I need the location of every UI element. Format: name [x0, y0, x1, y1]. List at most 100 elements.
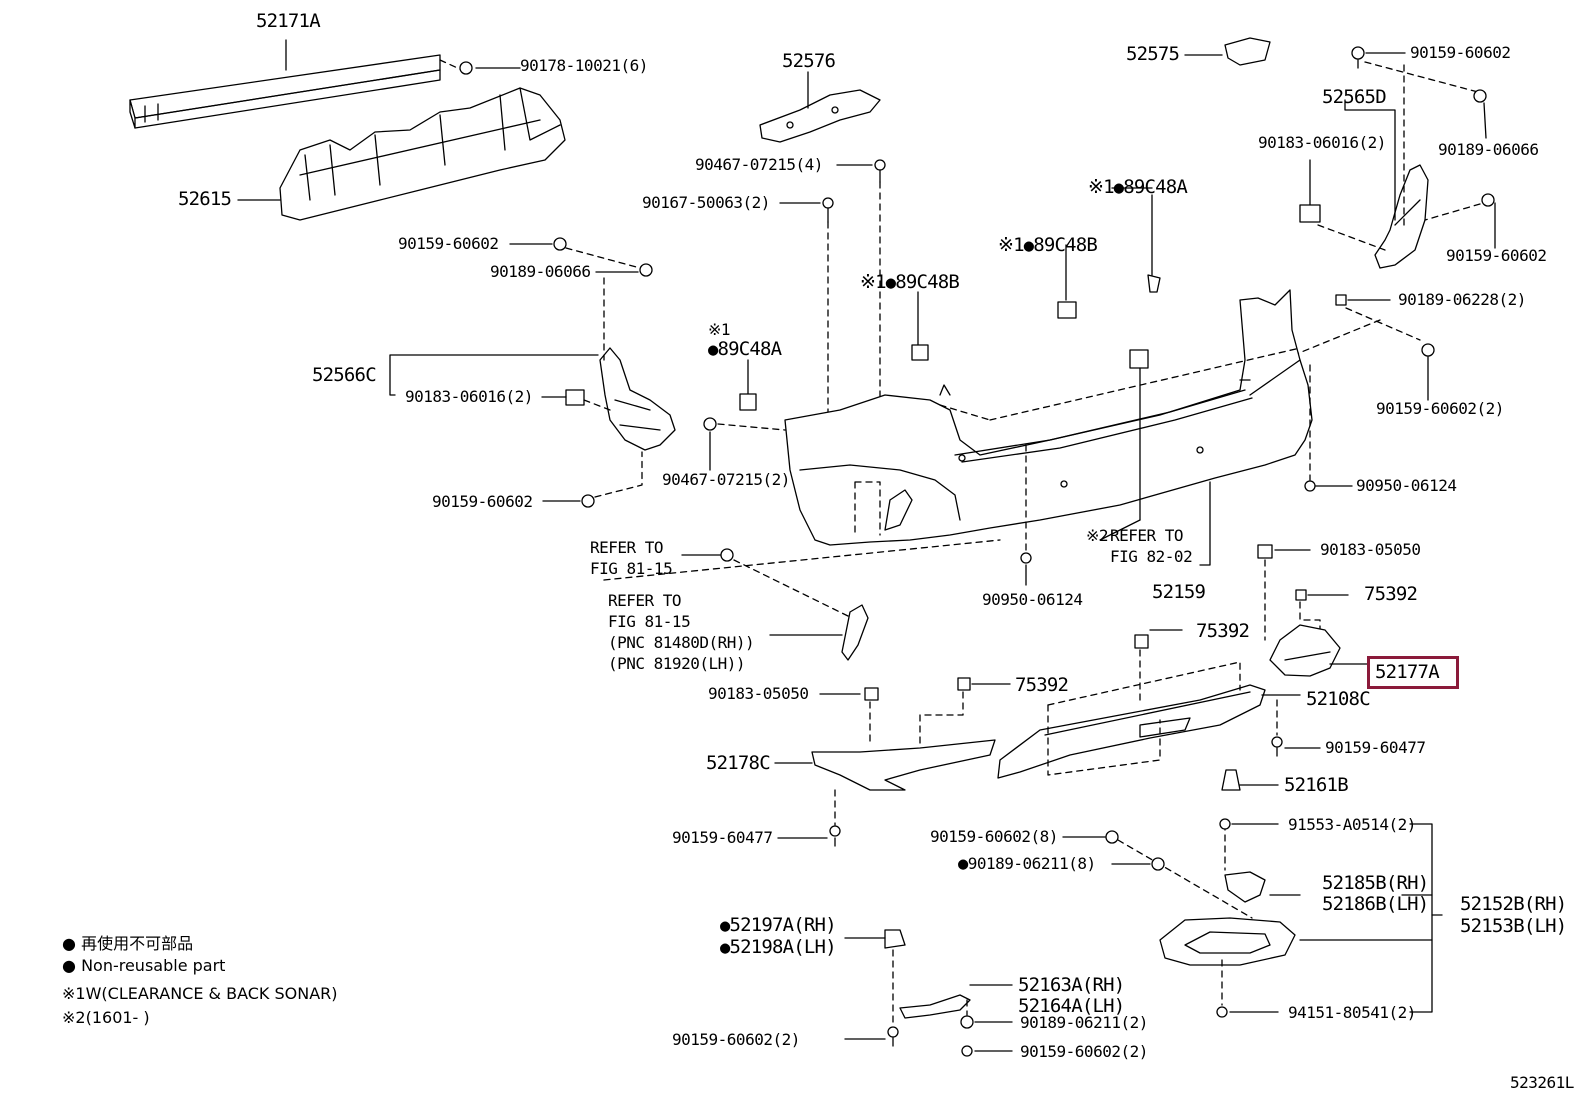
legend-note2: ※2 — [62, 1008, 86, 1027]
label-90159-60477-left: 90159-60477 — [672, 828, 773, 847]
legend-note1: ※1 — [62, 984, 86, 1003]
label-52186B: 52186B(LH) — [1322, 893, 1429, 915]
part-89C48A: 89C48A — [1123, 176, 1188, 198]
label-90189-06228: 90189-06228(2) — [1398, 290, 1526, 309]
bracket-52576 — [759, 89, 881, 143]
non-reusable-mark: ● — [1023, 236, 1034, 256]
legend-line-4: ※2(1601- ) — [62, 1008, 150, 1027]
label-52615: 52615 — [178, 188, 232, 210]
side-retainer-left — [599, 347, 676, 451]
label-90178-10021: 90178-10021(6) — [520, 56, 648, 75]
label-89C48A-left: ●89C48A — [708, 338, 782, 360]
note1-mark: ※1 — [998, 234, 1025, 256]
label-90189-06211-2: 90189-06211(2) — [1020, 1013, 1148, 1032]
figure-id: 523261L — [1510, 1073, 1574, 1092]
label-90189-06066-right: 90189-06066 — [1438, 140, 1539, 159]
label-90183-05050-right: 90183-05050 — [1320, 540, 1421, 559]
energy-absorber-part — [279, 87, 566, 221]
bracket-52177A — [1269, 624, 1341, 677]
cover-52178C — [811, 739, 996, 791]
label-52108C: 52108C — [1306, 688, 1371, 710]
label-90159-60477-right: 90159-60477 — [1325, 738, 1426, 757]
legend-dot: ● — [62, 956, 76, 975]
label-90467-07215-4: 90467-07215(4) — [695, 155, 823, 174]
label-90467-07215-2: 90467-07215(2) — [662, 470, 790, 489]
label-note1-left: ※1 — [708, 320, 731, 339]
note1-mark: ※1 — [860, 271, 887, 293]
refer-fig-81-15-b: REFER TO FIG 81-15 (PNC 81480D(RH)) (PNC… — [608, 591, 755, 673]
label-52164A: 52164A(LH) — [1018, 995, 1125, 1017]
part-52198A: 52198A(LH) — [729, 936, 836, 958]
legend-text-jp: 再使用不可部品 — [81, 934, 194, 953]
refer-fig-82-02: REFER TO FIG 82-02 — [1110, 526, 1193, 566]
bumper-cover-part — [784, 289, 1313, 546]
label-52565D: 52565D — [1322, 86, 1387, 108]
label-90159-60602-r2: 90159-60602(2) — [1376, 399, 1504, 418]
label-52185B: 52185B(RH) — [1322, 872, 1429, 894]
part-89C48A: 89C48A — [717, 338, 782, 360]
label-52163A: 52163A(RH) — [1018, 974, 1125, 996]
label-52171A: 52171A — [256, 10, 321, 32]
bracket-52163A — [899, 994, 971, 1019]
non-reusable-mark: ● — [1113, 178, 1124, 198]
label-52177A: 52177A — [1375, 661, 1440, 683]
label-52575: 52575 — [1126, 43, 1180, 65]
refer-fig-81-15-a: REFER TO FIG 81-15 — [590, 538, 673, 578]
non-reusable-mark: ● — [958, 854, 968, 874]
label-52161B: 52161B — [1284, 774, 1349, 796]
label-90159-60602-b2: 90159-60602(2) — [1020, 1042, 1148, 1061]
non-reusable-mark: ● — [720, 916, 730, 936]
label-75392-a: 75392 — [1364, 583, 1418, 605]
legend-text-en: Non-reusable part — [81, 956, 226, 975]
side-retainer-right — [1374, 164, 1429, 269]
label-52178C: 52178C — [706, 752, 771, 774]
label-90159-60602-tr: 90159-60602 — [1410, 43, 1511, 62]
label-94151-80541: 94151-80541(2) — [1288, 1003, 1416, 1022]
diffuser-52108C — [997, 684, 1266, 779]
label-90189-06066-left: 90189-06066 — [490, 262, 591, 281]
label-90183-05050-left: 90183-05050 — [708, 684, 809, 703]
non-reusable-mark: ● — [708, 340, 718, 360]
label-90189-06211-8: ●90189-06211(8) — [958, 856, 1096, 873]
label-52198A: ●52198A(LH) — [720, 936, 837, 958]
exhaust-finisher-part — [1159, 917, 1296, 966]
label-90167-50063: 90167-50063(2) — [642, 193, 770, 212]
label-91553-A0514: 91553-A0514(2) — [1288, 815, 1416, 834]
reinforcement-bar-part — [129, 54, 441, 129]
label-90159-60602-b1: 90159-60602(2) — [672, 1030, 800, 1049]
part-89C48B: 89C48B — [895, 271, 960, 293]
label-90183-06016-right: 90183-06016(2) — [1258, 133, 1386, 152]
bracket-52185B — [1224, 871, 1266, 903]
label-52152B: 52152B(RH) — [1460, 893, 1567, 915]
non-reusable-mark: ● — [885, 273, 896, 293]
label-89C48B-mid: ※1●89C48B — [998, 234, 1098, 256]
label-90950-06124-bottom: 90950-06124 — [982, 590, 1083, 609]
note1-mark: ※1 — [1088, 176, 1115, 198]
non-reusable-mark: ● — [720, 938, 730, 958]
label-52197A: ●52197A(RH) — [720, 914, 837, 936]
bracket-52575 — [1224, 37, 1271, 66]
legend-dot: ● — [62, 934, 76, 953]
label-89C48A-top: ※1●89C48A — [1088, 176, 1188, 198]
label-89C48B-left: ※1●89C48B — [860, 271, 960, 293]
label-52159: 52159 — [1152, 581, 1206, 603]
legend-line-3: ※1W(CLEARANCE & BACK SONAR) — [62, 984, 338, 1003]
label-90159-60602-l2: 90159-60602 — [432, 492, 533, 511]
label-90950-06124-right: 90950-06124 — [1356, 476, 1457, 495]
legend-note2-text: (1601- ) — [85, 1008, 150, 1027]
label-note2: ※2 — [1086, 526, 1109, 545]
legend-line-2: ● Non-reusable part — [62, 956, 225, 975]
label-52576: 52576 — [782, 50, 836, 72]
legend-note1-text: W(CLEARANCE & BACK SONAR) — [85, 984, 338, 1003]
label-90183-06016-left: 90183-06016(2) — [405, 387, 533, 406]
highlight-box — [1367, 656, 1459, 689]
legend-line-1: ● 再使用不可部品 — [62, 930, 193, 954]
label-90159-60602-l1: 90159-60602 — [398, 234, 499, 253]
label-75392-b: 75392 — [1196, 620, 1250, 642]
part-52197A: 52197A(RH) — [729, 914, 836, 936]
part-89C48B: 89C48B — [1033, 234, 1098, 256]
label-90159-60602-tr2: 90159-60602 — [1446, 246, 1547, 265]
reflector-part — [841, 604, 869, 661]
